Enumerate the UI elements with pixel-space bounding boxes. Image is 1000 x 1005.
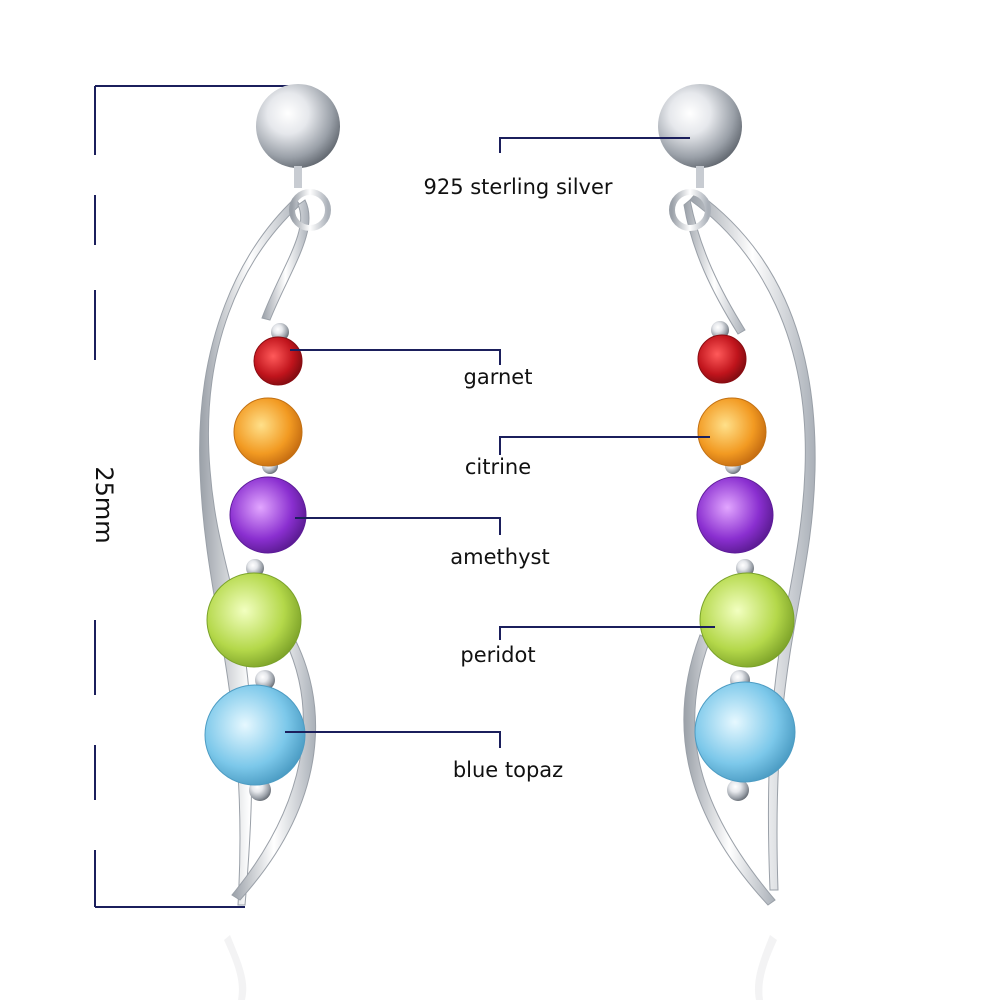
left-gem-peridot <box>206 572 302 668</box>
label-garnet: garnet <box>464 365 533 389</box>
label-peridot: peridot <box>460 643 535 667</box>
left-gem-garnet <box>253 336 303 386</box>
left-earring-frame <box>199 197 301 906</box>
callout-line-blue-topaz <box>285 731 501 748</box>
right-bead-connector <box>711 321 729 339</box>
left-bead-connector <box>271 323 289 341</box>
label-silver: 925 sterling silver <box>423 175 612 199</box>
right-earring-post <box>696 166 704 188</box>
left-earring-post <box>294 166 302 188</box>
callout-lines <box>285 137 715 748</box>
right-earring-loop <box>669 189 711 231</box>
right-earring-swoosh <box>683 634 776 906</box>
right-bead-connector <box>736 559 754 577</box>
right-gem-amethyst <box>696 476 774 554</box>
left-gem-amethyst <box>229 476 307 554</box>
dimension-label: 25mm <box>90 466 118 543</box>
left-earring <box>199 84 340 906</box>
right-gem-garnet <box>697 334 747 384</box>
left-bead-connector <box>246 559 264 577</box>
right-earring-stud-ball <box>658 84 742 168</box>
floor-reflection <box>224 935 777 1000</box>
label-citrine: citrine <box>465 455 531 479</box>
right-gem-blue-topaz <box>694 681 796 783</box>
callout-line-amethyst <box>295 517 501 535</box>
callout-line-citrine <box>499 436 710 455</box>
label-amethyst: amethyst <box>450 545 549 569</box>
left-earring-stud-ball <box>256 84 340 168</box>
left-gem-blue-topaz <box>204 684 306 786</box>
left-earring-swoosh <box>231 628 317 901</box>
callout-line-garnet <box>290 349 501 365</box>
right-earring-frame <box>689 191 816 891</box>
right-bead-connector <box>727 779 749 801</box>
label-blue-topaz: blue topaz <box>453 758 563 782</box>
right-gem-citrine <box>697 397 767 467</box>
callout-line-silver <box>499 137 690 153</box>
left-gem-citrine <box>233 397 303 467</box>
dimension-bracket <box>94 85 298 908</box>
right-earring <box>658 84 816 906</box>
right-gem-peridot <box>699 572 795 668</box>
callout-line-peridot <box>499 626 715 640</box>
right-earring-inner-curve <box>683 199 746 335</box>
left-earring-loop <box>289 189 331 231</box>
